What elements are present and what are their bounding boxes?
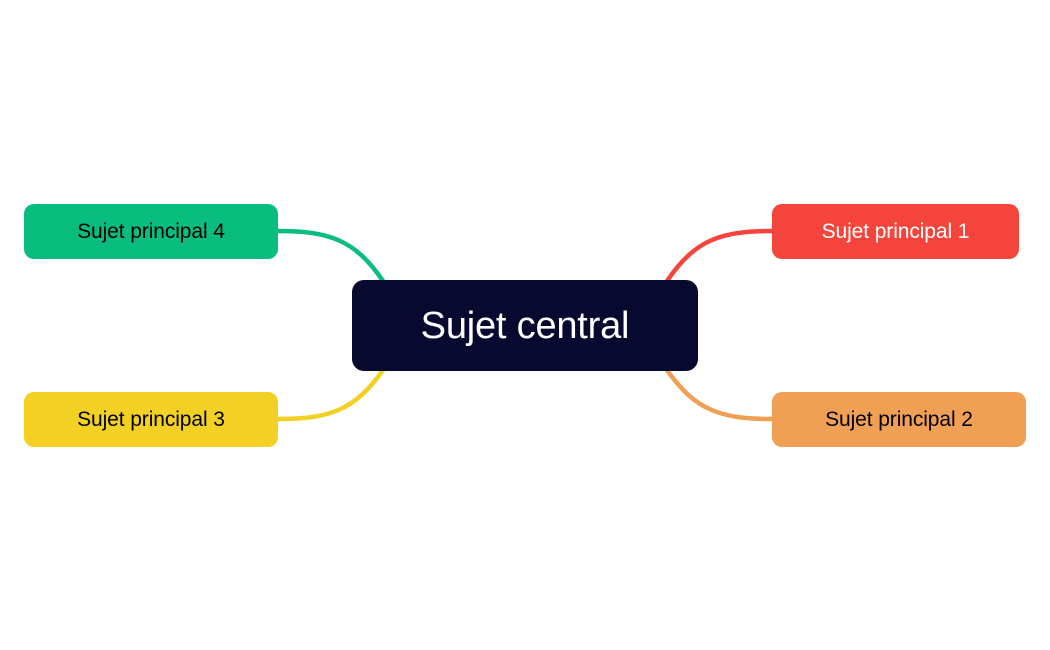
node-branch-2[interactable]: Sujet principal 2 xyxy=(772,392,1026,447)
node-central[interactable]: Sujet central xyxy=(352,280,698,371)
node-branch-3-label: Sujet principal 3 xyxy=(77,408,225,431)
connector-central-to-branch-1 xyxy=(664,228,775,284)
node-branch-2-label: Sujet principal 2 xyxy=(825,408,973,431)
node-branch-3[interactable]: Sujet principal 3 xyxy=(24,392,278,447)
node-branch-4-label: Sujet principal 4 xyxy=(77,220,225,243)
connector-central-to-branch-3 xyxy=(275,367,386,422)
connector-central-to-branch-2 xyxy=(664,367,775,422)
node-central-label: Sujet central xyxy=(420,304,630,347)
node-branch-4[interactable]: Sujet principal 4 xyxy=(24,204,278,259)
connector-central-to-branch-4 xyxy=(275,228,386,284)
node-branch-1[interactable]: Sujet principal 1 xyxy=(772,204,1019,259)
node-branch-1-label: Sujet principal 1 xyxy=(821,220,970,243)
